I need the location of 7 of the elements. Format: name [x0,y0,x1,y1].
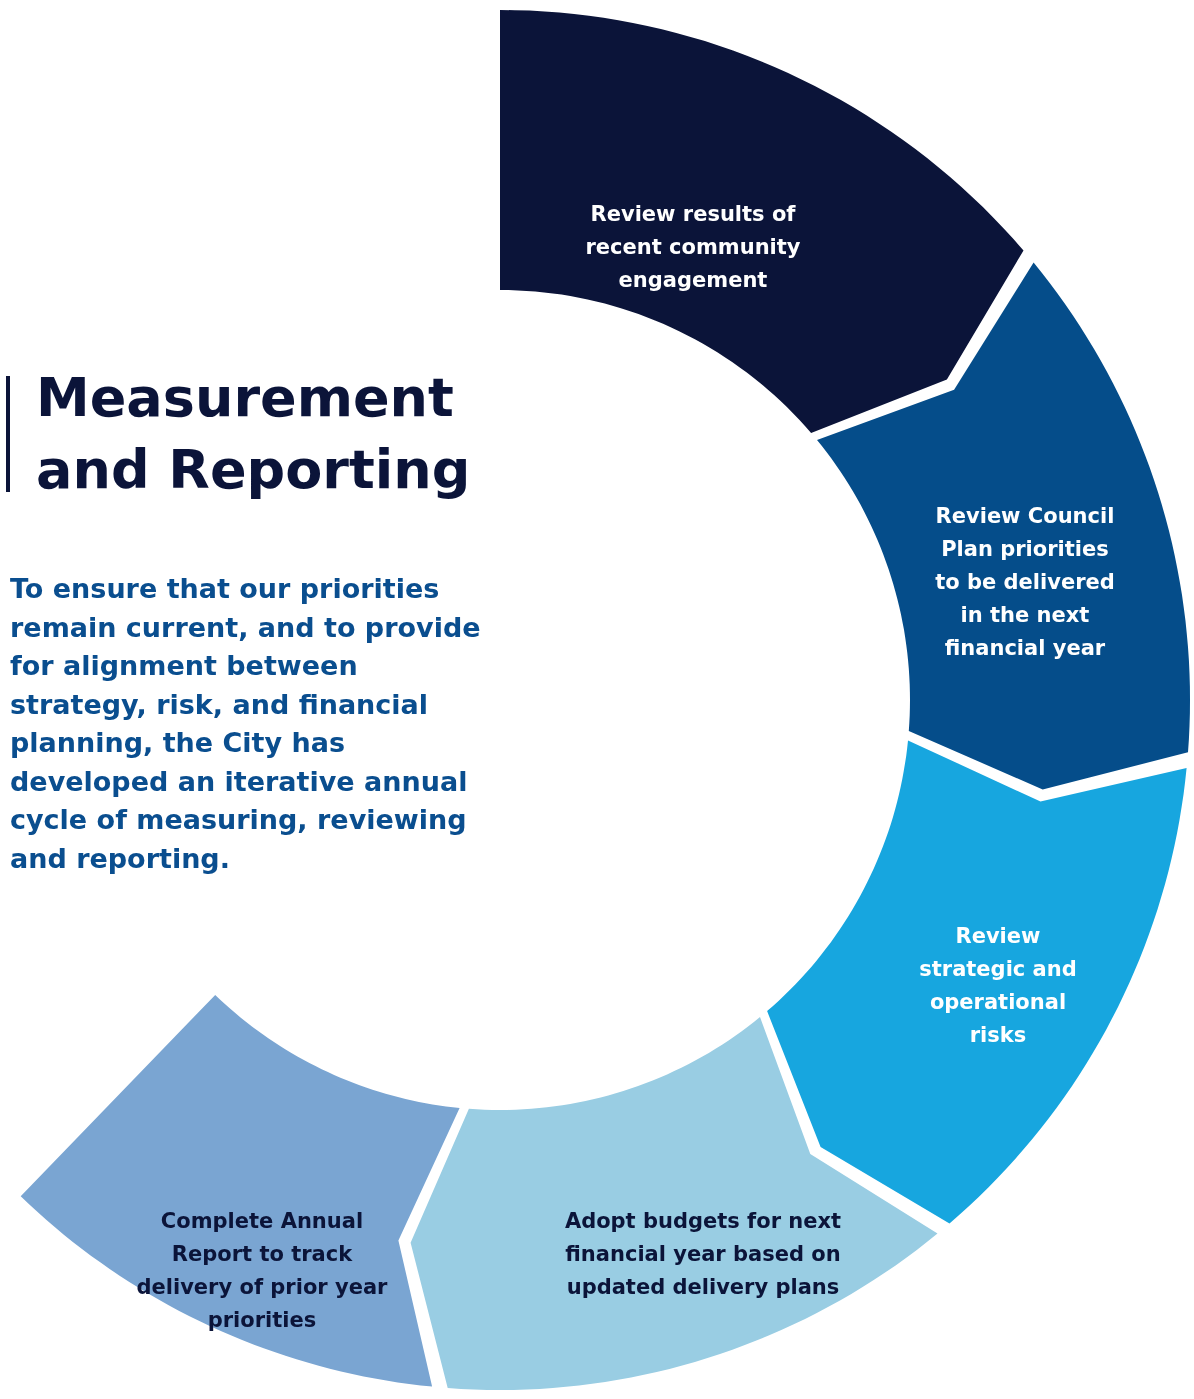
step-text: Review Council Plan priorities to be delivered in the next financial year [934,503,1116,662]
description-text: To ensure that our priorities remain current, and to provide for alignment between strategy, risk, and financial planning, the City has developed an iterative annual cycle of measuring, reviewing and reporting. [10,572,482,876]
step-text: Review strategic and operational risks [918,923,1078,1049]
step-text: Review results of recent community engagement [584,201,802,294]
title: Measurement and Reporting [36,365,472,503]
step-text: Adopt budgets for next financial year based on updated delivery plans [563,1208,843,1301]
step-text: Complete Annual Report to track delivery of prior year priorities [135,1208,389,1334]
